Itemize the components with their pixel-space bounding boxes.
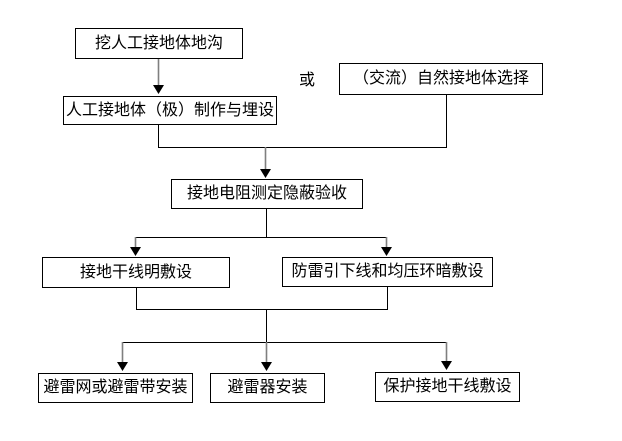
arrowhead-down-icon bbox=[153, 85, 164, 94]
node-resistance-test-acceptance: 接地电阻测定隐蔽验收 bbox=[171, 179, 363, 209]
node-protective-ground-trunk: 保护接地干线敷设 bbox=[375, 372, 520, 402]
arrow-into-trunk-exposed bbox=[130, 237, 141, 256]
arrowhead-down-icon bbox=[117, 362, 128, 371]
arrow-into-arrester bbox=[261, 342, 272, 371]
node-lightning-net-belt-install: 避雷网或避雷带安装 bbox=[38, 373, 193, 403]
arrowhead-down-icon bbox=[381, 247, 392, 256]
node-down-conductor-ring-concealed: 防雷引下线和均压环暗敷设 bbox=[282, 257, 493, 287]
node-natural-ground-select: （交流）自然接地体选择 bbox=[339, 63, 543, 95]
connector-test-split bbox=[135, 209, 387, 238]
arrowhead-down-icon bbox=[261, 362, 272, 371]
connector-artificial-natural-to-test bbox=[158, 95, 447, 148]
node-dig-trench: 挖人工接地体地沟 bbox=[75, 28, 243, 59]
connector-merge-exposed-concealed bbox=[136, 287, 388, 343]
node-artificial-ground-make-bury: 人工接地体（极）制作与埋设 bbox=[63, 96, 277, 125]
arrowhead-down-icon bbox=[130, 247, 141, 256]
arrow-into-protective-trunk bbox=[441, 342, 452, 370]
arrow-into-resistance-test bbox=[260, 147, 271, 178]
arrow-into-down-conductor bbox=[381, 237, 392, 256]
arrowhead-down-icon bbox=[260, 169, 271, 178]
node-ground-trunk-exposed: 接地干线明敷设 bbox=[42, 257, 230, 288]
node-arrester-install: 避雷器安装 bbox=[210, 373, 325, 403]
arrow-dig-to-artificial bbox=[153, 59, 164, 94]
or-label: 或 bbox=[299, 72, 316, 89]
arrowhead-down-icon bbox=[441, 361, 452, 370]
arrow-into-lightning-net bbox=[117, 342, 128, 371]
